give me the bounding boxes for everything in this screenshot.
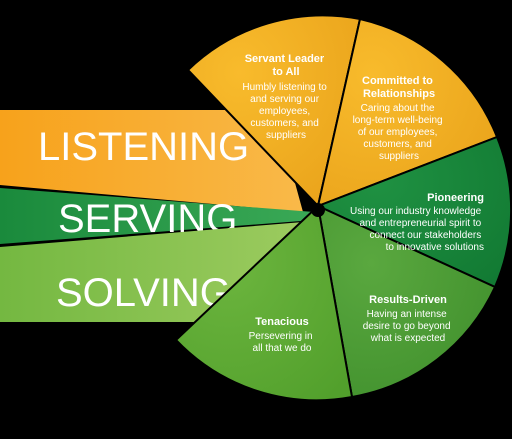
slice-title-line: Servant Leader [245,53,325,65]
slice-body-line: connect our stakeholders [369,230,481,241]
slice-title-line: Committed to [362,75,433,87]
slice-title-line: Results-Driven [369,294,447,306]
band-listening-shape [0,110,303,212]
slice-title-line: Relationships [363,88,435,100]
slice-tenacious [174,204,354,402]
slice-body-line: all that we do [253,343,312,354]
slice-body-line: employees, [259,106,310,117]
band-serving-shape [0,188,314,244]
svg-text:Pioneering: Pioneering [427,192,484,204]
slice-results-driven [316,204,497,399]
slice-pioneering-text: Pioneering Using our industry knowledge … [350,192,484,253]
svg-text:Results-Driven: Results-Driven [369,294,447,306]
band-listening: LISTENING [0,110,303,212]
svg-text:Humbly listening to and: Humbly listening to and serving our empl… [242,82,329,141]
slice-body-line: long-term well-being [353,115,443,126]
band-listening-label: LISTENING [38,125,249,169]
slice-servant-leader-text: Servant Leader to All Humbly listening t… [242,53,329,141]
wheel-hub [311,203,325,217]
slice-title-line: to All [272,66,299,78]
svg-text:Having an intense desire: Having an intense desire to go beyond wh… [363,309,454,344]
slice-committed-to-relationships [316,17,499,208]
slice-body-line: and entrepreneurial spirit to [359,218,481,229]
svg-text:Caring about the long-te: Caring about the long-term well-being of… [353,103,446,162]
slice-title-line: Pioneering [427,192,484,204]
svg-text:Persevering in all that: Persevering in all that we do [249,331,316,354]
slice-tenacious-text: Tenacious Persevering in all that we do [249,316,316,354]
band-solving-label: SOLVING [56,271,231,315]
slice-body-line: to innovative solutions [386,242,484,253]
wheel [174,14,512,402]
slice-results-driven-text: Results-Driven Having an intense desire … [363,294,454,344]
slice-body-line: what is expected [370,333,446,344]
slice-title-line: Tenacious [255,316,309,328]
slice-body-line: Having an intense [367,309,447,320]
slice-body-line: Caring about the [361,103,435,114]
slice-body-line: Humbly listening to [242,82,327,93]
slice-body-line: Using our industry knowledge [350,206,482,217]
slice-body-line: suppliers [379,151,419,162]
slice-body-line: and serving our [250,94,320,105]
slice-body-line: customers, and [250,118,318,129]
slice-body-line: of our employees, [358,127,438,138]
svg-text:Committed to Relationshi: Committed to Relationships [362,75,436,100]
slice-body-line: customers, and [363,139,431,150]
slice-body-line: suppliers [266,130,306,141]
svg-text:Servant Leader to All: Servant Leader to All [245,53,328,78]
svg-text:Tenacious: Tenacious [255,316,309,328]
slice-committed-to-relationships-text: Committed to Relationships Caring about … [353,75,446,162]
svg-text:Using our industry knowledge: Using our industry knowledge and entrepr… [350,206,484,253]
slice-pioneering [315,135,512,289]
slice-body-line: Persevering in [249,331,313,342]
slice-servant-leader [186,14,362,209]
slice-body-line: desire to go beyond [363,321,451,332]
